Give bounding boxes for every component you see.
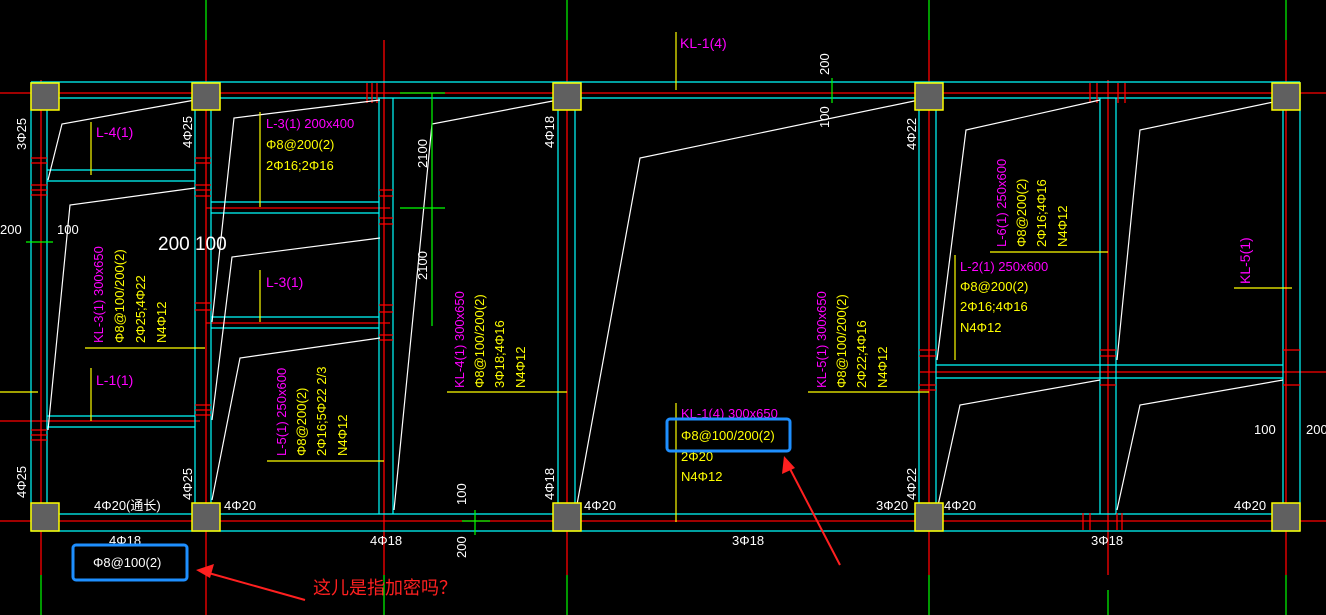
column-rebar-label: 4Φ22 xyxy=(904,468,919,500)
dim-label: 200 xyxy=(0,222,22,237)
beam-rebar-label: 3Φ20 xyxy=(876,498,908,513)
dim-label: 100 xyxy=(1254,422,1276,437)
column[interactable] xyxy=(1271,82,1301,111)
dim-label: 200 100 xyxy=(158,234,227,255)
beam-mark: L-5(1) 250x600 xyxy=(274,368,289,456)
beam-side-rebar: N4Φ12 xyxy=(681,469,722,484)
beam-rebar: 2Φ22;4Φ16 xyxy=(854,320,869,388)
beam-stirrup: Φ8@100/200(2) xyxy=(472,294,487,388)
beam-annotation-kl4[interactable]: KL-4(1) 300x650 Φ8@100/200(2) 3Φ18;4Φ16 … xyxy=(452,291,528,388)
dim-label: 2100 xyxy=(415,139,430,168)
dimension-lines xyxy=(26,78,833,535)
beam-annotation-l6[interactable]: L-6(1) 250x600 Φ8@200(2) 2Φ16;4Φ16 N4Φ12 xyxy=(994,159,1070,247)
column[interactable] xyxy=(552,502,582,532)
columns xyxy=(30,82,1301,532)
beam-rebar: 2Φ16;4Φ16 xyxy=(1034,179,1049,247)
beam-rebar-label: 3Φ18 xyxy=(1091,533,1123,548)
beam-side-rebar: N4Φ12 xyxy=(875,347,890,388)
dim-label: 2100 xyxy=(415,251,430,280)
beam-rebar-label: 4Φ20(通长) xyxy=(94,498,161,513)
beam-side-rebar: N4Φ12 xyxy=(1055,206,1070,247)
beam-mark[interactable]: L-4(1) xyxy=(96,124,133,140)
beam-rebar-label: 4Φ20 xyxy=(224,498,256,513)
column-rebar-label: 4Φ18 xyxy=(542,116,557,148)
column[interactable] xyxy=(191,82,221,111)
dim-label: 100 xyxy=(454,483,469,505)
beam-rebar-label: 4Φ20 xyxy=(1234,498,1266,513)
boxed-stirrup-label: Φ8@100(2) xyxy=(93,555,161,570)
dim-label: 100 xyxy=(817,106,832,128)
slab-lines xyxy=(47,99,1284,511)
beam-side-rebar: N4Φ12 xyxy=(513,347,528,388)
column-rebar-label: 3Φ25 xyxy=(14,118,29,150)
beam-annotation-l2[interactable]: L-2(1) 250x600 Φ8@200(2) 2Φ16;4Φ16 N4Φ12 xyxy=(960,259,1048,335)
beam-rebar-label: 4Φ20 xyxy=(584,498,616,513)
column[interactable] xyxy=(30,502,60,532)
column[interactable] xyxy=(914,502,944,532)
beam-stirrup: Φ8@200(2) xyxy=(1014,179,1029,247)
column[interactable] xyxy=(191,502,221,532)
column[interactable] xyxy=(1271,502,1301,532)
column[interactable] xyxy=(914,82,944,111)
column-rebar-label: 4Φ25 xyxy=(14,466,29,498)
beam-rebar: 2Φ20 xyxy=(681,449,713,464)
rebar-ticks xyxy=(31,83,1300,530)
beam-annotation-kl1[interactable]: KL-1(4) 300x650 Φ8@100/200(2) 2Φ20 N4Φ12 xyxy=(681,406,778,484)
beam-mark: KL-3(1) 300x650 xyxy=(91,246,106,343)
beam-stirrup: Φ8@200(2) xyxy=(294,388,309,456)
beam-side-rebar: N4Φ12 xyxy=(335,415,350,456)
column[interactable] xyxy=(30,82,60,111)
beam-rebar: 3Φ18;4Φ16 xyxy=(492,320,507,388)
beam-side-rebar: N4Φ12 xyxy=(960,320,1001,335)
beam-side-rebar: N4Φ12 xyxy=(154,302,169,343)
beam-rebar-label: 4Φ18 xyxy=(370,533,402,548)
dim-label: 200 xyxy=(454,536,469,558)
beam-annotation-l5[interactable]: L-5(1) 250x600 Φ8@200(2) 2Φ16;5Φ22 2/3 N… xyxy=(274,367,350,456)
highlight-box xyxy=(665,417,792,453)
question-annotation: Φ8@100(2) 这儿是指加密吗？ xyxy=(71,417,841,601)
beam-mark: L-3(1) 200x400 xyxy=(266,116,354,131)
beam-annotation-l3a[interactable]: L-3(1) 200x400 Φ8@200(2) 2Φ16;2Φ16 xyxy=(266,116,354,173)
beam-mark: KL-4(1) 300x650 xyxy=(452,291,467,388)
beam-mark[interactable]: L-1(1) xyxy=(96,372,133,388)
column[interactable] xyxy=(552,82,582,111)
highlight-box xyxy=(71,543,189,582)
beam-rebar: 2Φ16;5Φ22 2/3 xyxy=(314,367,329,456)
column-rebar-label: 4Φ18 xyxy=(542,468,557,500)
bottom-beam-labels: 4Φ20(通长) 4Φ20 4Φ20 3Φ20 4Φ20 4Φ20 4Φ18 4… xyxy=(94,498,1266,548)
beam-stirrup: Φ8@100/200(2) xyxy=(681,428,775,443)
arrow-icon xyxy=(196,564,306,601)
beam-stirrup: Φ8@200(2) xyxy=(960,279,1028,294)
column-rebar-labels: 3Φ25 4Φ25 4Φ18 4Φ22 4Φ25 4Φ25 4Φ18 4Φ22 xyxy=(14,116,919,500)
column-rebar-label: 4Φ25 xyxy=(180,468,195,500)
question-note: 这儿是指加密吗？ xyxy=(313,578,457,598)
leader-lines xyxy=(0,32,1292,522)
beam-annotation-kl3[interactable]: KL-3(1) 300x650 Φ8@100/200(2) 2Φ25;4Φ22 … xyxy=(91,246,169,343)
beam-mark: L-2(1) 250x600 xyxy=(960,259,1048,274)
beam-rebar: 2Φ16;2Φ16 xyxy=(266,158,334,173)
beam-stirrup: Φ8@100/200(2) xyxy=(112,249,127,343)
beam-mark: KL-1(4) 300x650 xyxy=(681,406,778,421)
beam-rebar: 2Φ16;4Φ16 xyxy=(960,299,1028,314)
arrow-icon xyxy=(782,456,841,566)
beam-rebar: 2Φ25;4Φ22 xyxy=(133,275,148,343)
beam-mark: L-6(1) 250x600 xyxy=(994,159,1009,247)
column-rebar-label: 4Φ22 xyxy=(904,118,919,150)
dim-label: 200 xyxy=(817,53,832,75)
beam-mark[interactable]: KL-1(4) xyxy=(680,35,727,51)
beam-rebar-label: 4Φ20 xyxy=(944,498,976,513)
column-rebar-label: 4Φ25 xyxy=(180,116,195,148)
dimension-labels: 200 100 2100 2100 200 100 200 100 100 20… xyxy=(0,53,1326,558)
dim-label: 200 xyxy=(1306,422,1326,437)
beam-stirrup: Φ8@100/200(2) xyxy=(834,294,849,388)
beam-mark[interactable]: L-3(1) xyxy=(266,274,303,290)
beam-mark[interactable]: KL-5(1) xyxy=(1237,237,1253,284)
dim-label: 100 xyxy=(57,222,79,237)
beam-edges xyxy=(30,81,1301,532)
beam-rebar-label: 3Φ18 xyxy=(732,533,764,548)
beam-annotation-kl5[interactable]: KL-5(1) 300x650 Φ8@100/200(2) 2Φ22;4Φ16 … xyxy=(814,291,890,388)
beam-mark: KL-5(1) 300x650 xyxy=(814,291,829,388)
beam-stirrup: Φ8@200(2) xyxy=(266,137,334,152)
